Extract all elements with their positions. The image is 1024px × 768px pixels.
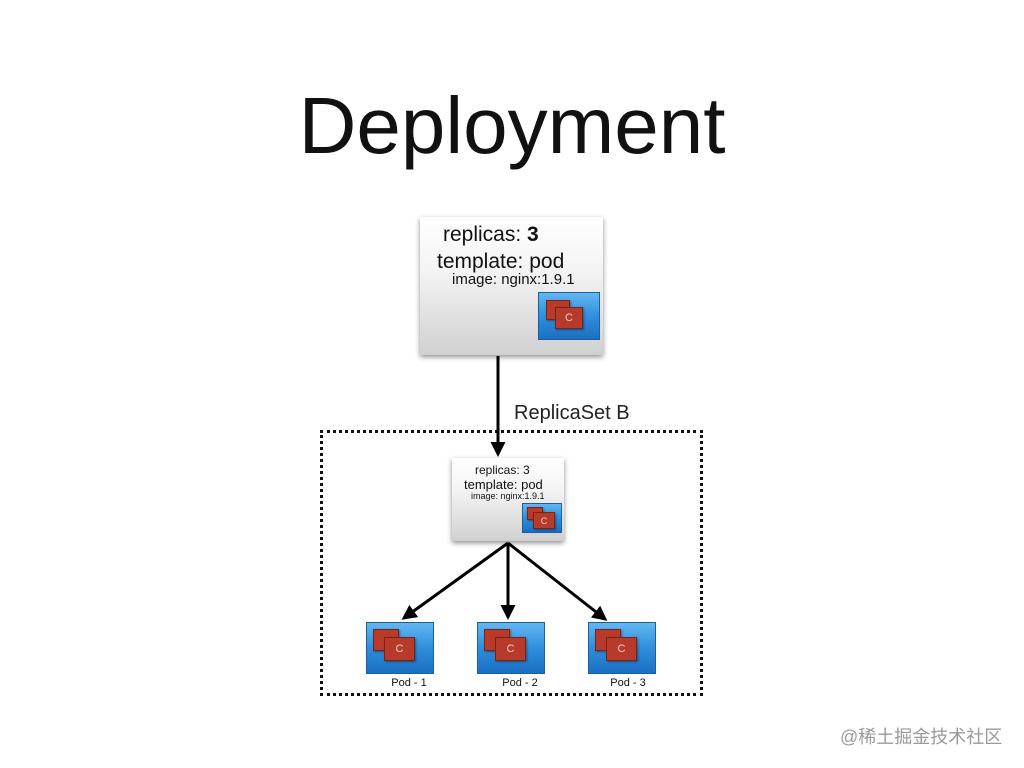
replicaset-replicas: replicas: 3 [475,463,530,477]
replicaset-to-pod-3-arrow [507,541,608,621]
deployment-replicas-label: replicas: [443,223,528,246]
pod-2-label: Pod - 2 [502,677,538,689]
deployment-template: template: pod [437,250,565,273]
container-icon: C [495,637,526,661]
replicaset-boundary [320,430,703,696]
pod-3-label: Pod - 3 [610,677,646,689]
pod-1-label: Pod - 1 [391,677,427,689]
container-icon: C [533,512,555,529]
deployment-image: image: nginx:1.9.1 [452,271,575,288]
deployment-replicas: replicas: 3 [443,223,539,247]
replicaset-to-pod-1-arrow [401,541,509,620]
watermark: @稀土掘金技术社区 [840,727,1003,747]
replicaset-template: template: pod [464,477,543,492]
replicaset-image: image: nginx:1.9.1 [471,491,545,501]
container-icon: C [555,307,583,329]
deployment-replicas-value: 3 [527,223,539,246]
container-icon: C [606,637,637,661]
page-title: Deployment [298,81,726,170]
container-icon: C [384,637,415,661]
replicaset-label: ReplicaSet B [514,402,630,424]
